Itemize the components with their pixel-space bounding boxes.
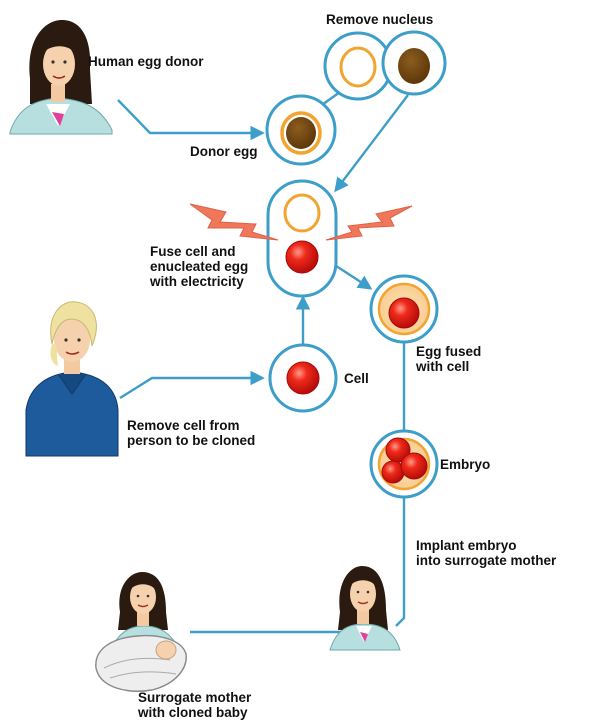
label-egg-fused: Egg fused with cell (416, 344, 481, 374)
label-human-egg-donor: Human egg donor (88, 54, 204, 69)
label-remove-cell: Remove cell from person to be cloned (127, 418, 255, 448)
label-fuse-cell: Fuse cell and enucleated egg with electr… (150, 244, 248, 289)
red-nucleus-cell (286, 241, 318, 273)
woman-portrait-icon (10, 20, 112, 134)
empty-cytoplasm-ring (341, 48, 375, 86)
enucleated-egg-ring (285, 195, 319, 231)
label-remove-cell-line-2: person to be cloned (127, 433, 255, 448)
brown-nucleus (398, 48, 430, 84)
fusion-chamber (268, 181, 336, 296)
arrow-donor-to-egg (118, 100, 262, 133)
label-donor-egg: Donor egg (190, 144, 258, 159)
woman-holding-baby-icon (96, 572, 186, 691)
label-implant-line-1: Implant embryo (416, 538, 556, 553)
arrow-person-to-cell (120, 378, 262, 398)
remove-nucleus-cells (325, 32, 445, 99)
arrow-nucleus-to-fuse (336, 95, 408, 190)
label-remove-nucleus: Remove nucleus (326, 12, 433, 27)
label-implant-embryo: Implant embryo into surrogate mother (416, 538, 556, 568)
label-surrogate-line-1: Surrogate mother (138, 690, 251, 705)
connector-arrows (118, 92, 408, 632)
fused-egg-cell (371, 276, 437, 342)
label-fuse-line-1: Fuse cell and (150, 244, 248, 259)
label-embryo: Embryo (440, 457, 490, 472)
line-embryo-to-surrogate (396, 498, 404, 626)
label-egg-fused-line-1: Egg fused (416, 344, 481, 359)
label-remove-cell-line-1: Remove cell from (127, 418, 255, 433)
surrogate-woman-portrait-icon (330, 566, 400, 650)
baby-face (156, 641, 176, 659)
label-fuse-line-2: enucleated egg (150, 259, 248, 274)
label-implant-line-2: into surrogate mother (416, 553, 556, 568)
label-fuse-line-3: with electricity (150, 274, 248, 289)
label-surrogate-with-baby: Surrogate mother with cloned baby (138, 690, 251, 720)
label-egg-fused-line-2: with cell (416, 359, 481, 374)
embryo-cell (371, 431, 437, 497)
donor-body-cell (270, 345, 336, 411)
label-cell: Cell (344, 371, 369, 386)
donor-egg-cell (267, 96, 335, 164)
blonde-person-portrait-icon (26, 302, 118, 456)
